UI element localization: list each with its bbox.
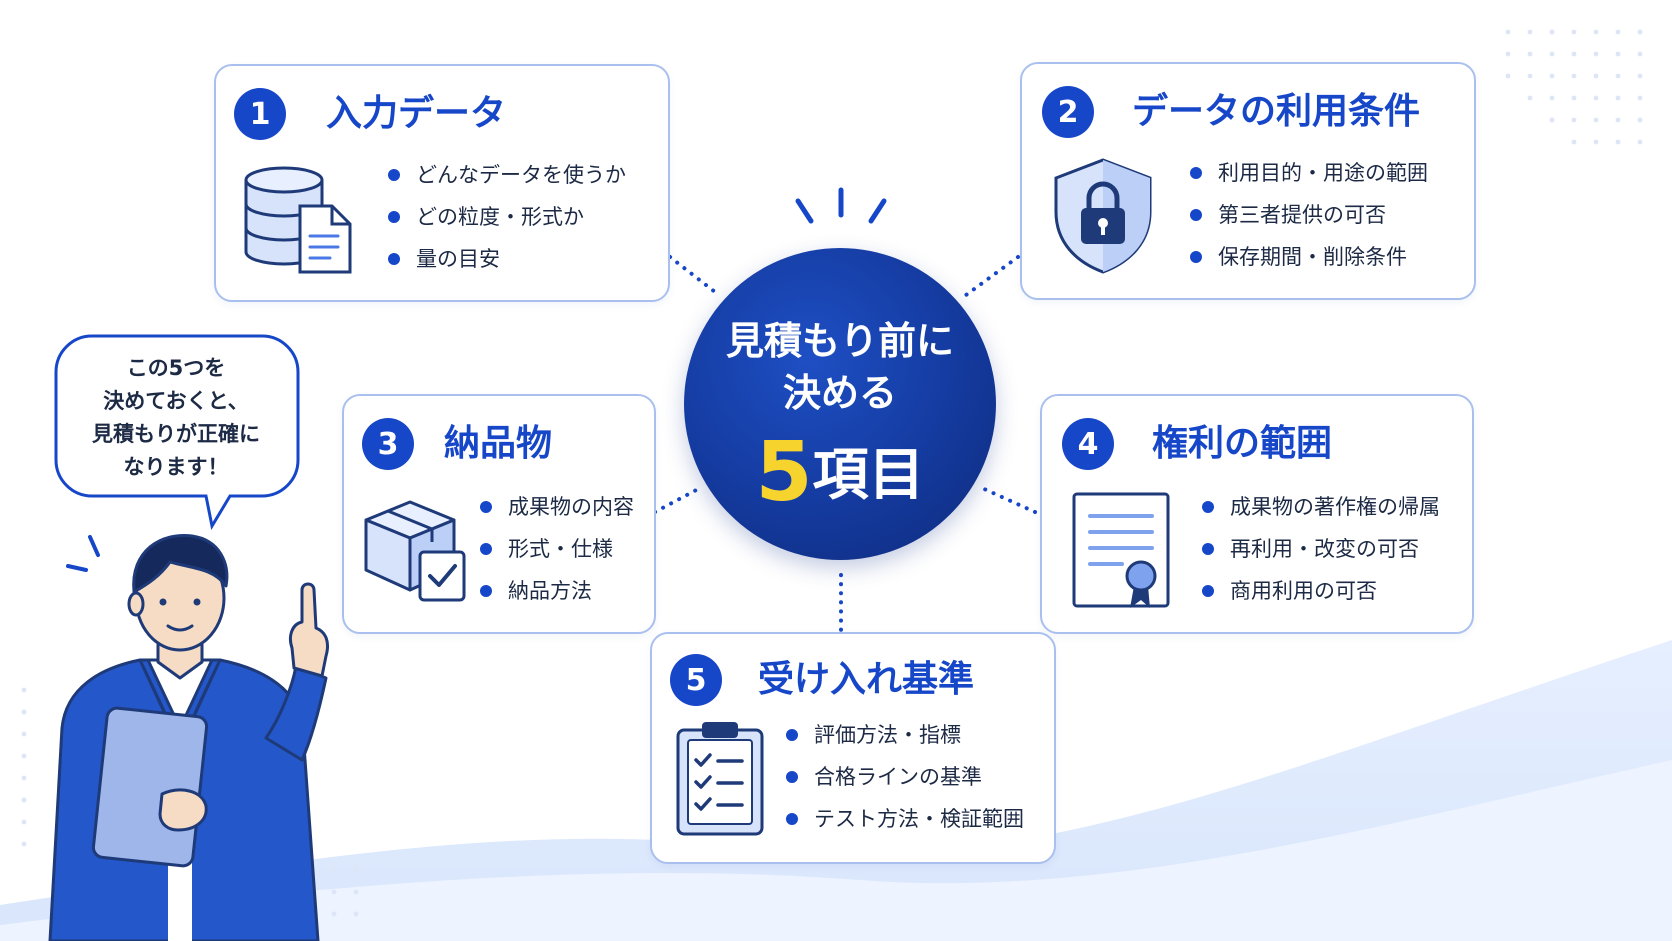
card-bullet-list: 評価方法・指標 合格ラインの基準 テスト方法・検証範囲 <box>786 714 1024 840</box>
card-number-badge: 5 <box>670 654 722 706</box>
card-number-badge: 4 <box>1062 418 1114 470</box>
card-number-badge: 2 <box>1042 86 1094 138</box>
connector-3 <box>653 486 702 514</box>
card-title: 入力データ <box>326 93 507 134</box>
connector-lines <box>653 255 1037 634</box>
bullet-item: テスト方法・検証範囲 <box>786 798 1024 840</box>
bullet-item: 成果物の内容 <box>480 486 634 528</box>
card-data-usage-terms: 2 データの利用条件 利用目的・用途の範囲 第三者提供の可否 保存期間・削除条件 <box>1020 62 1476 300</box>
hub-suffix: 項目 <box>812 443 925 508</box>
card-bullet-list: 成果物の内容 形式・仕様 納品方法 <box>480 486 634 612</box>
bullet-item: 商用利用の可否 <box>1202 570 1440 612</box>
connector-2 <box>964 255 1020 297</box>
hub-burst-lines <box>795 187 887 224</box>
speech-bubble-text: この5つを 決めておくと、 見積もりが正確に なります！ <box>62 352 290 484</box>
card-title: 権利の範囲 <box>1152 423 1333 464</box>
bullet-item: どの粒度・形式か <box>388 196 626 238</box>
box-check-icon <box>364 500 466 602</box>
connector-4 <box>980 486 1037 514</box>
background-wave-light <box>0 760 1672 941</box>
businessman-illustration <box>48 533 330 941</box>
central-hub: 見積もり前に 決める 5項目 <box>684 248 996 560</box>
card-title: 受け入れ基準 <box>758 659 975 700</box>
card-title: 納品物 <box>444 423 553 464</box>
card-title: データの利用条件 <box>1132 91 1421 132</box>
card-rights-scope: 4 権利の範囲 成果物の著作権の帰属 再利用・改変の可否 商用利用の可否 <box>1040 394 1474 634</box>
person-burst-lines <box>66 535 100 572</box>
bullet-item: 利用目的・用途の範囲 <box>1190 152 1428 194</box>
card-number-badge: 1 <box>234 88 286 140</box>
bullet-item: 形式・仕様 <box>480 528 634 570</box>
bullet-item: 保存期間・削除条件 <box>1190 236 1428 278</box>
bullet-item: 再利用・改変の可否 <box>1202 528 1440 570</box>
shield-lock-icon <box>1054 158 1152 274</box>
bullet-item: 評価方法・指標 <box>786 714 1024 756</box>
bullet-item: 納品方法 <box>480 570 634 612</box>
connector-1 <box>668 255 717 294</box>
speech-line: 見積もりが正確に <box>92 422 260 446</box>
database-document-icon <box>244 166 352 274</box>
dot-grid-top-right <box>1505 29 1643 145</box>
card-deliverables: 3 納品物 成果物の内容 形式・仕様 納品方法 <box>342 394 656 634</box>
hub-line-1: 見積もり前に <box>725 319 954 363</box>
speech-bubble <box>54 334 300 530</box>
bullet-item: 合格ラインの基準 <box>786 756 1024 798</box>
hub-count: 5 <box>755 425 813 520</box>
card-bullet-list: 利用目的・用途の範囲 第三者提供の可否 保存期間・削除条件 <box>1190 152 1428 278</box>
card-acceptance-criteria: 5 受け入れ基準 評価方法・指標 合格ラインの基準 テスト方法・検証範囲 <box>650 632 1056 864</box>
clipboard-checklist-icon <box>676 722 764 836</box>
speech-line: なります！ <box>123 455 229 479</box>
card-number-badge: 3 <box>362 418 414 470</box>
certificate-icon <box>1072 492 1170 608</box>
speech-line: 決めておくと、 <box>103 389 249 413</box>
card-bullet-list: どんなデータを使うか どの粒度・形式か 量の目安 <box>388 154 626 280</box>
bullet-item: 第三者提供の可否 <box>1190 194 1428 236</box>
bullet-item: 量の目安 <box>388 238 626 280</box>
speech-line: この5つを <box>126 356 226 380</box>
hub-line-3: 5項目 <box>684 432 996 514</box>
bullet-item: 成果物の著作権の帰属 <box>1202 486 1440 528</box>
hub-line-2: 決める <box>782 371 897 415</box>
card-input-data: 1 入力データ どんなデータを使うか どの粒度・形式か 量の目安 <box>214 64 670 302</box>
bullet-item: どんなデータを使うか <box>388 154 626 196</box>
card-bullet-list: 成果物の著作権の帰属 再利用・改変の可否 商用利用の可否 <box>1202 486 1440 612</box>
